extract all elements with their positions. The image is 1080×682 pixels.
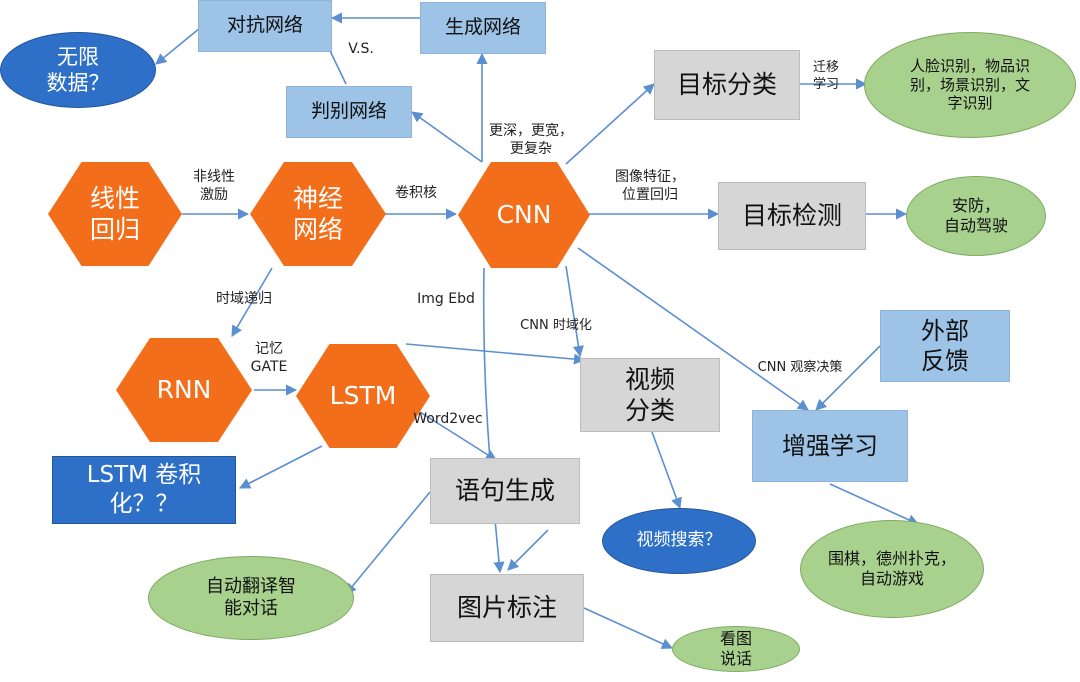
edge-caption-to-look [583,607,674,649]
label-transfer-learning: 迁移 学习 [812,60,839,92]
edge-cnn-to-discrim [411,111,483,163]
node-image-captioning: 图片标注 [430,574,584,642]
edge-cnn-to-classify [565,83,655,165]
edge-video-to-search [651,431,682,510]
edge-cnn-to-caption [482,267,505,574]
edge-feedback-to-reinforce [815,345,881,411]
edge-adv-to-unlimited [155,27,201,65]
edge-sentence-to-caption [507,529,549,571]
edge-nn-to-rnn [231,267,273,337]
edge-lstm-to-sentence [419,411,497,461]
edge-cnn-to-video [565,265,584,358]
node-cnn: CNN [458,162,590,268]
label-time-recursion: 时域递归 [216,291,272,307]
node-external-feedback: 外部 反馈 [880,310,1010,382]
node-look-and-talk: 看图 说话 [672,626,800,672]
node-object-classification: 目标分类 [654,50,800,120]
label-cnn-temporal: CNN 时域化 [520,318,592,333]
node-video-classification: 视频 分类 [580,358,720,432]
edge-cnn-to-reinforce [577,247,809,411]
node-video-search: 视频搜索？ [602,508,756,574]
node-recognition-apps: 人脸识别，物品识 别，场景识别，文 字识别 [864,32,1076,138]
edge-lstm-to-lstmconv [239,445,323,489]
node-sentence-generation: 语句生成 [430,458,580,524]
node-games: 围棋，德州扑克， 自动游戏 [800,520,984,618]
node-lstm: LSTM [296,344,430,448]
node-generative-network: 生成网络 [420,2,546,54]
label-image-features: 图像特征， 位置回归 [615,169,685,204]
node-lstm-convolution: LSTM 卷积 化？？ [52,456,236,524]
node-adversarial-network: 对抗网络 [198,0,332,52]
label-cnn-observe-decide: CNN 观察决策 [757,360,843,375]
label-vs: V.S. [348,41,374,57]
node-unlimited-data: 无限 数据？ [0,32,156,108]
edge-sentence-to-translate [345,491,431,595]
label-memory-gate: 记忆 GATE [250,341,288,376]
node-rnn: RNN [116,338,252,442]
label-word2vec: Word2vec [413,411,483,427]
label-img-ebd: Img Ebd [417,291,475,307]
label-nonlinear-excitation: 非线性 激励 [193,169,235,204]
node-object-detection: 目标检测 [718,182,866,250]
node-discriminative-network: 判别网络 [286,86,412,138]
node-security-driving: 安防， 自动驾驶 [906,176,1046,256]
node-translation-dialogue: 自动翻译智 能对话 [148,556,354,640]
edge-lstm-to-video [405,343,586,365]
label-convolution-kernel: 卷积核 [395,185,437,201]
edge-reinforce-to-games [829,483,920,525]
label-deeper-wider: 更深，更宽， 更复杂 [489,123,573,158]
node-reinforcement-learning: 增强学习 [752,410,908,482]
